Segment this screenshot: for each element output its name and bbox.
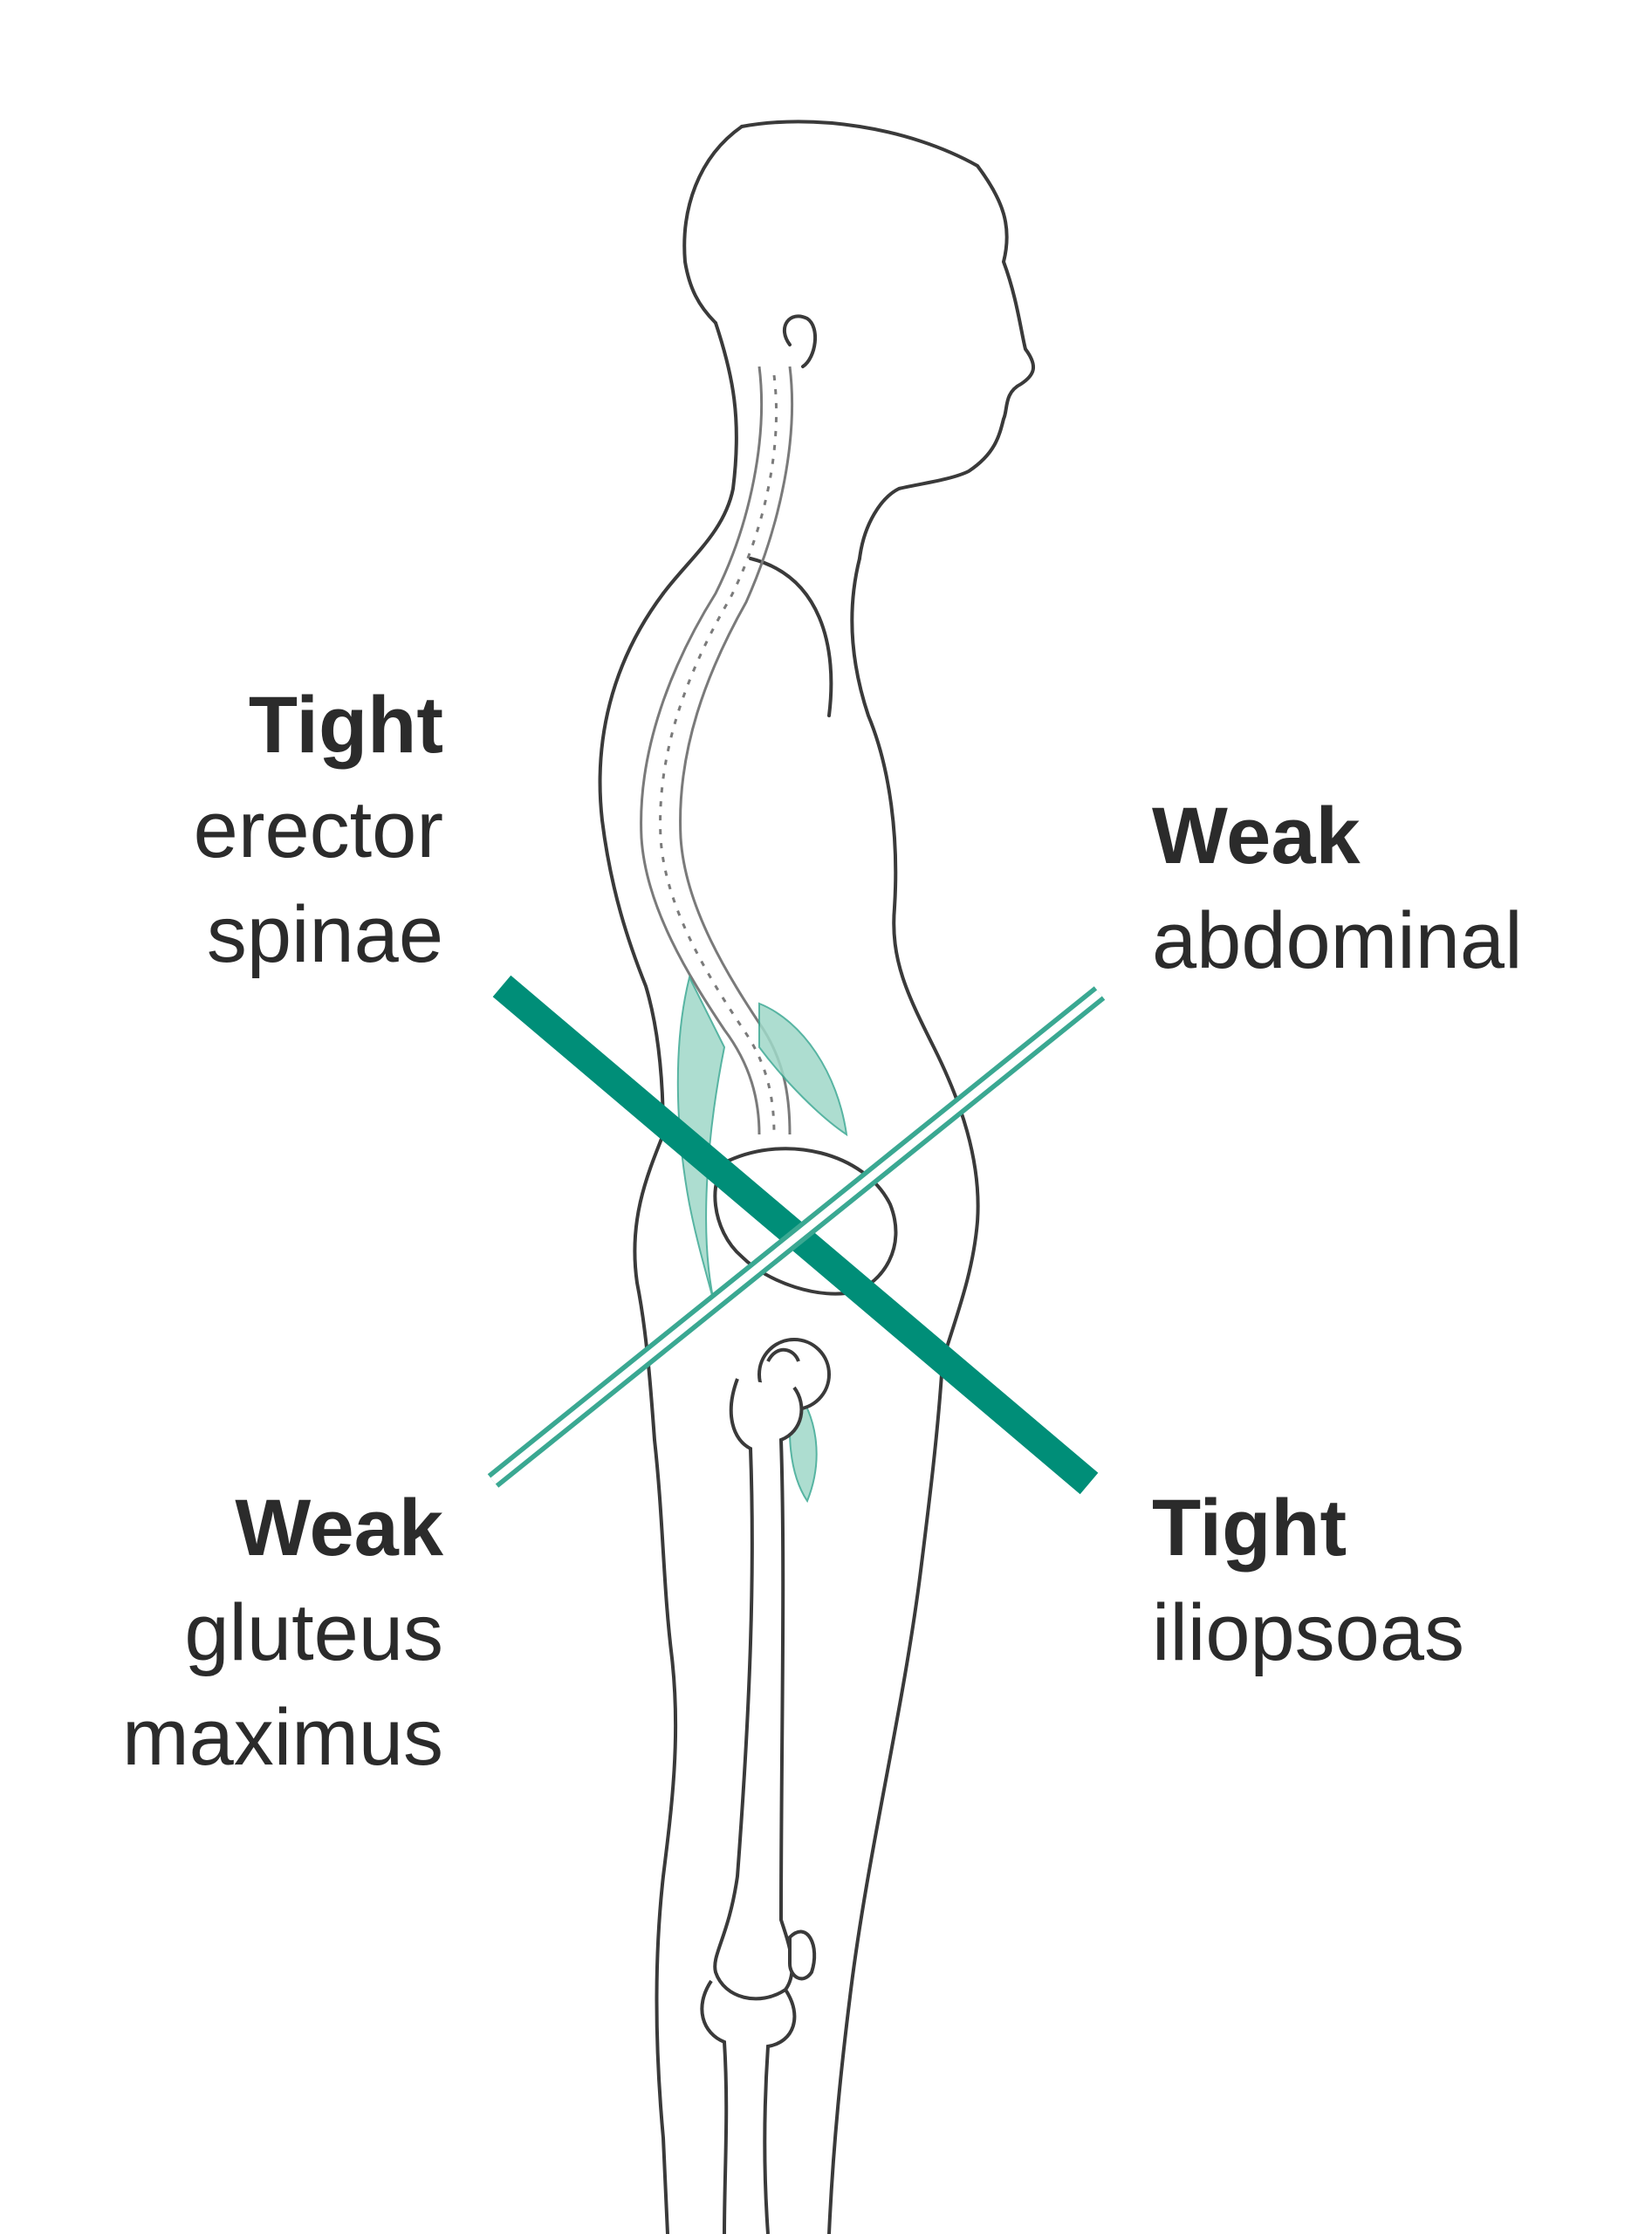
label-weak-abdominal: Weak abdominal (1152, 796, 1523, 1005)
label-status: Weak (1152, 791, 1361, 881)
label-status: Tight (248, 681, 443, 770)
label-muscle-line: erector (193, 785, 443, 874)
front-leg-outline (827, 1360, 944, 2234)
body-outline (598, 120, 1035, 2234)
ear-outline (783, 314, 818, 368)
buttock-outline (633, 1133, 678, 2234)
label-muscle-line: iliopsoas (1152, 1588, 1464, 1677)
arm-outline (749, 557, 833, 717)
label-tight-iliopsoas: Tight iliopsoas (1152, 1488, 1464, 1697)
label-status: Weak (235, 1484, 443, 1573)
label-muscle-line: gluteus (184, 1588, 443, 1677)
femur (713, 1378, 804, 2001)
iliopsoas-muscle (758, 1002, 848, 1137)
label-muscle-line: spinae (206, 890, 443, 979)
back-outline (598, 592, 665, 1136)
label-status: Tight (1152, 1484, 1347, 1573)
label-weak-gluteus-maximus: Weak gluteus maximus (122, 1488, 443, 1802)
weak-cross-line (487, 986, 1106, 1488)
label-tight-erector-spinae: Tight erector spinae (194, 685, 443, 999)
neck-back (661, 321, 738, 595)
chest-outline (850, 557, 980, 1363)
label-muscle-line: maximus (121, 1693, 443, 1782)
hair-outline (682, 125, 744, 325)
head-outline (740, 120, 1035, 560)
label-muscle-line: abdominal (1152, 896, 1523, 985)
tibia (700, 1929, 817, 2234)
